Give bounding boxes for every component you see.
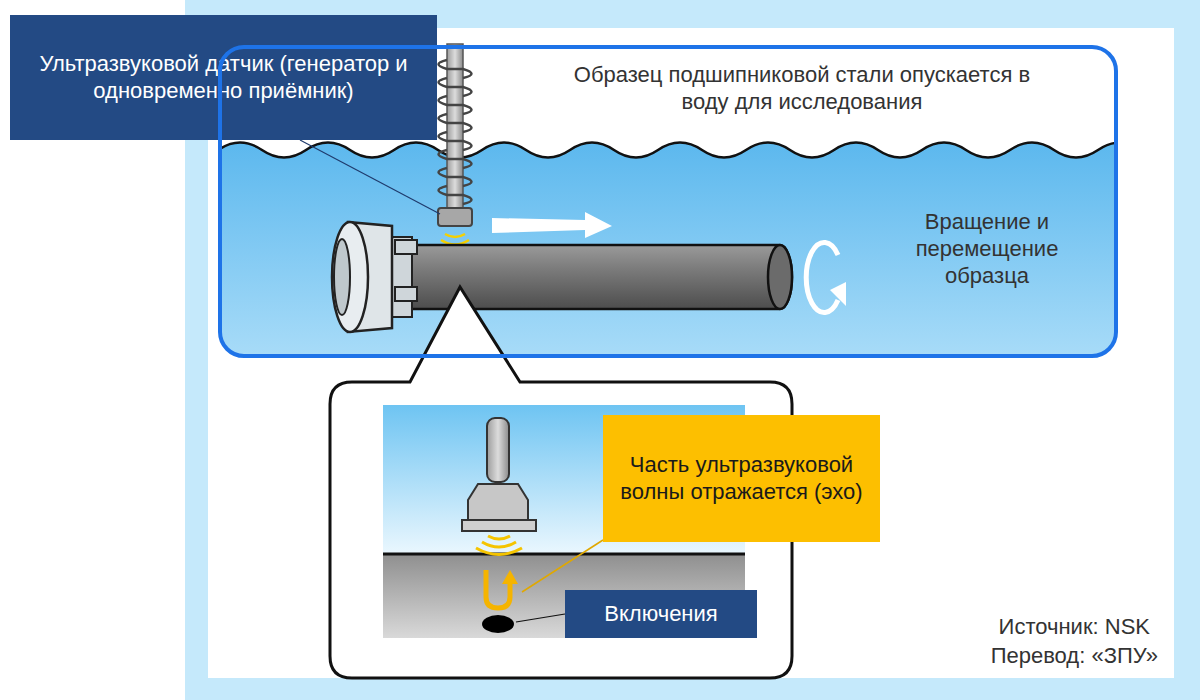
coil-winding — [439, 96, 472, 114]
callout-box: Часть ультразвуковой волны отражается (э… — [603, 415, 880, 542]
coil-winding — [439, 60, 472, 78]
node-text: Ультразвуковой датчик (генератор и однов… — [24, 51, 424, 105]
source-note: Источник: NSK — [999, 614, 1150, 640]
node-text: Образец подшипниковой стали опускается в… — [562, 62, 1042, 116]
coil-winding — [439, 132, 472, 150]
water-tank: Образец подшипниковой стали опускается в… — [218, 45, 1118, 358]
label-box: Ультразвуковой датчик (генератор и однов… — [10, 15, 437, 140]
coil-winding — [439, 150, 472, 168]
coil-winding — [439, 168, 472, 186]
node-text: Вращение и перемещение образца — [877, 209, 1097, 289]
coil-winding — [439, 78, 472, 96]
node-text: Включения — [604, 601, 717, 628]
coil-winding — [439, 114, 472, 132]
node-text: Часть ультразвуковой волны отражается (э… — [612, 452, 872, 506]
label-box: Включения — [565, 590, 757, 638]
source-note: Перевод: «ЗПУ» — [991, 643, 1158, 669]
coil-winding — [439, 186, 472, 204]
